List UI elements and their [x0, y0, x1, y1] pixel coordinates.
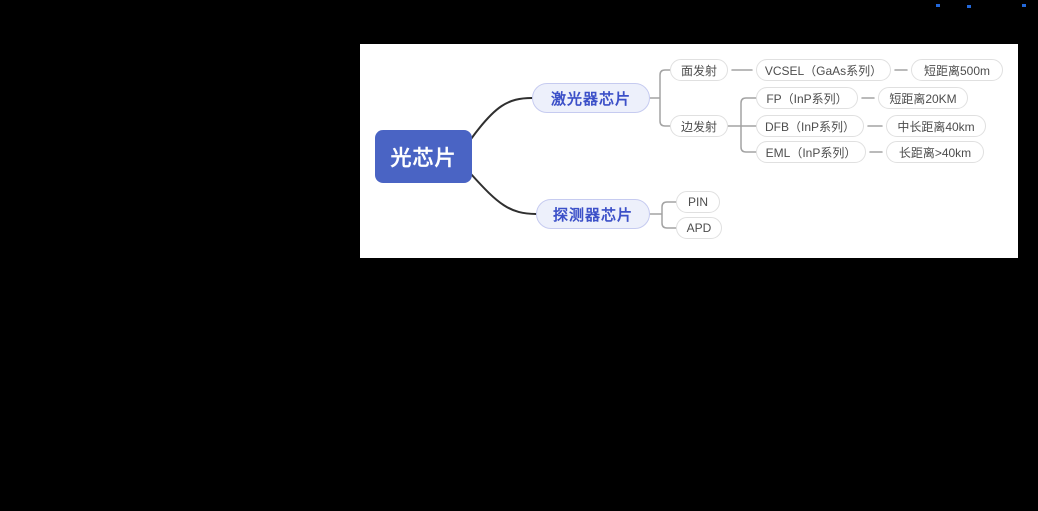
mindmap-connectors [470, 69, 908, 229]
node-edge-emitting[interactable]: 边发射 [670, 115, 728, 137]
node-eml-inp[interactable]: EML（InP系列） [756, 141, 866, 163]
blue-speck-artifact [967, 5, 971, 8]
root-branch-links [470, 97, 537, 215]
node-pin[interactable]: PIN [676, 191, 720, 213]
node-mid-long-distance-40km[interactable]: 中长距离40km [886, 115, 986, 137]
node-detector-chip[interactable]: 探测器芯片 [536, 199, 650, 229]
child-links [649, 69, 908, 229]
node-dfb-inp[interactable]: DFB（InP系列） [756, 115, 864, 137]
node-optical-chip[interactable]: 光芯片 [375, 130, 472, 183]
node-laser-chip[interactable]: 激光器芯片 [532, 83, 650, 113]
node-apd[interactable]: APD [676, 217, 722, 239]
blue-speck-artifact [936, 4, 940, 7]
node-vcsel-gaas[interactable]: VCSEL（GaAs系列） [756, 59, 891, 81]
node-surface-emitting[interactable]: 面发射 [670, 59, 728, 81]
mindmap-canvas: 光芯片 激光器芯片 探测器芯片 面发射 VCSEL（GaAs系列） 短距离500… [360, 44, 1018, 258]
node-short-distance-20km[interactable]: 短距离20KM [878, 87, 968, 109]
node-short-distance-500m[interactable]: 短距离500m [911, 59, 1003, 81]
node-long-distance-gt-40km[interactable]: 长距离>40km [886, 141, 984, 163]
blue-speck-artifact [1022, 4, 1026, 7]
node-fp-inp[interactable]: FP（InP系列） [756, 87, 858, 109]
